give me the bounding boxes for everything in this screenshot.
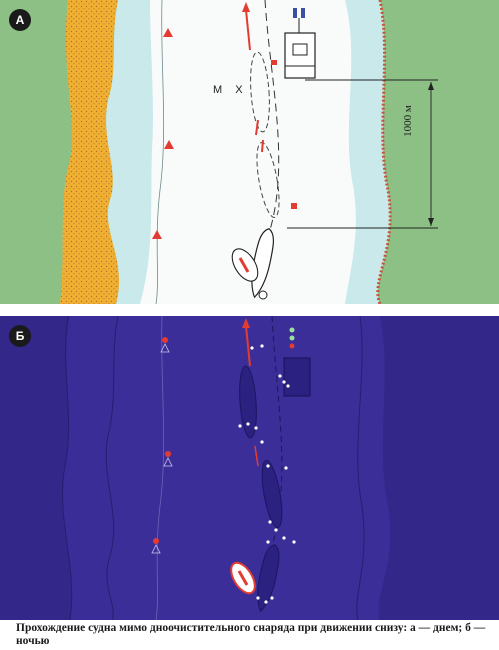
night-buoy-line	[155, 316, 165, 620]
barge-mark	[238, 257, 250, 273]
buoy-triangle	[152, 230, 162, 239]
distance-arrow-head	[428, 82, 434, 90]
shallows-left	[106, 0, 165, 304]
sand-texture	[60, 0, 120, 304]
buoy-light	[165, 451, 171, 457]
vessel	[251, 228, 274, 299]
vessel-wheel	[258, 290, 268, 300]
dredger-light	[289, 327, 295, 333]
night-course-mark	[254, 445, 259, 467]
panel-b-badge: Б	[9, 325, 31, 347]
night-barge-mark	[237, 570, 249, 586]
buoy-light	[162, 337, 168, 343]
buoy-triangle	[160, 343, 170, 353]
vessel-ghost	[256, 142, 280, 218]
buoy-line	[155, 0, 165, 304]
navigation-lights	[238, 344, 296, 604]
buoy-triangle	[164, 140, 174, 149]
vessel-ghost	[250, 51, 270, 133]
panel-a-badge: А	[9, 9, 31, 31]
vessel-ghost-mark	[255, 119, 259, 136]
buoy-triangle	[163, 28, 173, 37]
buoy-triangle	[151, 544, 161, 554]
distance-label: 1000 м	[402, 105, 414, 137]
vessel-night	[257, 544, 280, 613]
flag-marker	[271, 60, 277, 65]
buoy-triangle	[163, 457, 173, 467]
dredger-cabin	[292, 43, 308, 56]
vessel-ghost-mark	[261, 139, 264, 153]
night-bank-right	[378, 316, 499, 620]
night-course-arrow	[245, 325, 251, 367]
dredger-light	[289, 343, 295, 349]
vessel-night-ghost	[261, 459, 283, 529]
right-bank-edge	[376, 0, 392, 304]
figure-caption: Прохождение судна мимо дноочистительного…	[16, 622, 486, 647]
panel-night	[0, 316, 499, 620]
night-bank-line	[61, 316, 73, 620]
flag-marker	[291, 203, 297, 209]
distance-arrow-head	[428, 218, 434, 226]
night-channel-line	[356, 316, 365, 620]
fairway-line	[264, 0, 280, 231]
panel-day	[0, 0, 499, 304]
land-right	[380, 0, 499, 304]
night-dredger	[283, 357, 311, 397]
night-bank-left	[0, 316, 72, 620]
course-arrow-head	[242, 2, 250, 12]
night-sand-line	[105, 316, 119, 620]
night-sand	[62, 316, 118, 620]
day-scene	[0, 0, 499, 304]
vessel-night-ghost	[239, 365, 257, 439]
dredger-light	[289, 335, 295, 341]
buoy-light	[153, 538, 159, 544]
night-scene	[0, 316, 499, 620]
night-course-arrow-head	[242, 318, 250, 328]
course-arrow	[245, 9, 251, 51]
dredger-signal	[301, 8, 305, 18]
dredger-signal-label: М Х	[213, 84, 248, 96]
dredger-signal	[293, 8, 297, 18]
